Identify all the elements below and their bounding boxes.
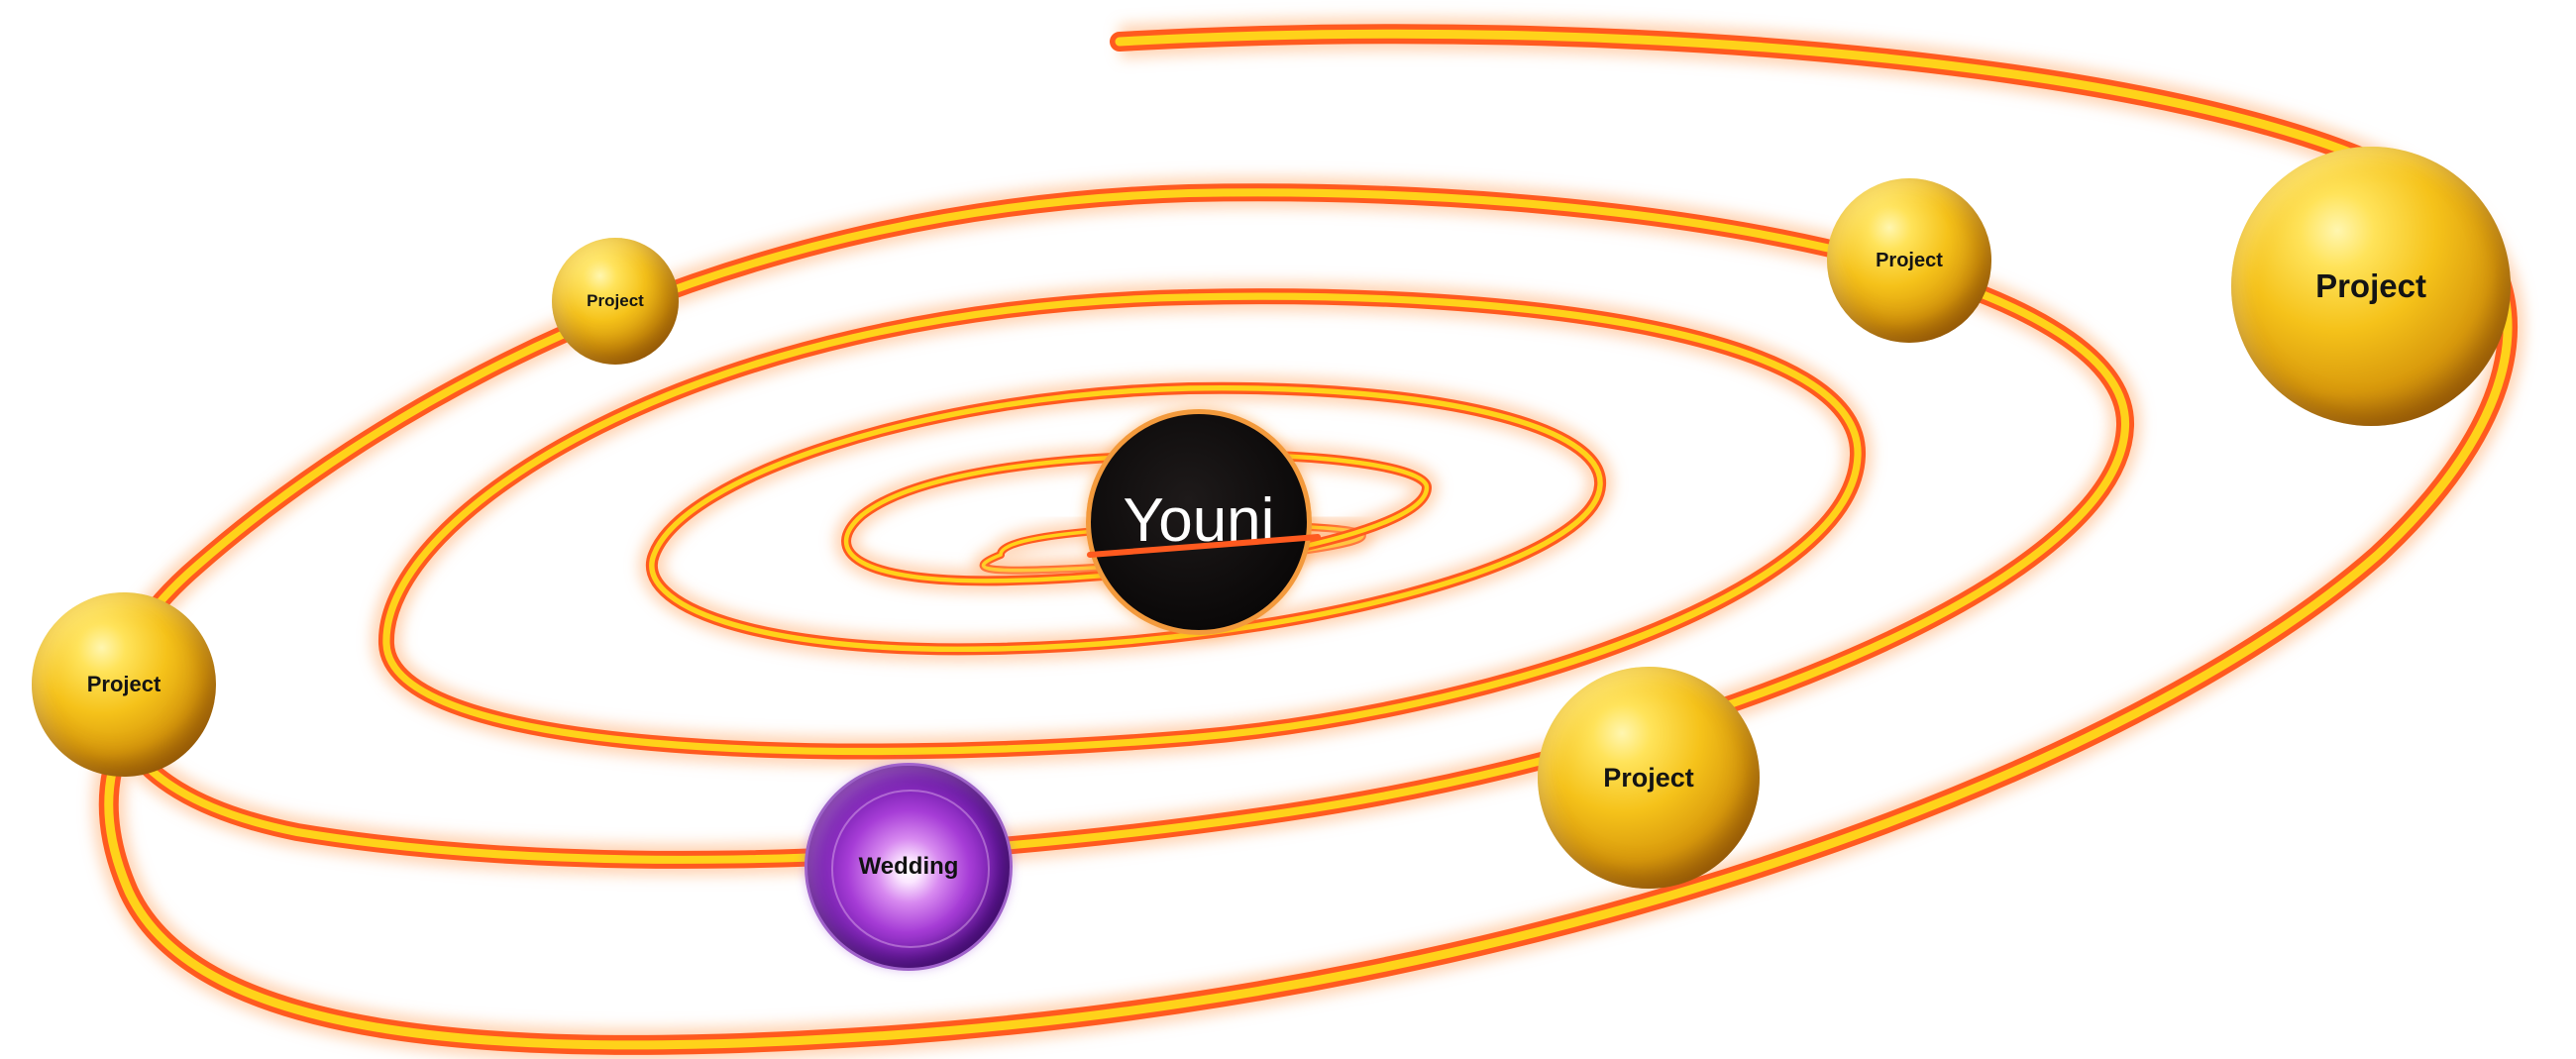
wedding-node-label: Wedding: [858, 853, 959, 880]
project-node-2-label: Project: [1876, 249, 1943, 271]
project-node-4[interactable]: Project: [32, 592, 216, 777]
project-node-2[interactable]: Project: [1827, 178, 1991, 343]
project-node-5[interactable]: Project: [1538, 667, 1760, 889]
center-label: Youni: [1123, 485, 1275, 555]
project-node-5-label: Project: [1603, 762, 1694, 793]
project-node-3[interactable]: Project: [2231, 147, 2511, 426]
project-node-1-label: Project: [587, 291, 644, 310]
orbit-core-4: [382, 292, 1862, 756]
project-node-3-label: Project: [2315, 267, 2426, 304]
orbit-core-6: [104, 29, 2513, 1050]
center-node-youni[interactable]: Youni: [1086, 409, 1312, 635]
project-node-4-label: Project: [86, 672, 161, 696]
orbit-core-3: [649, 385, 1603, 653]
project-node-1[interactable]: Project: [552, 238, 679, 365]
wedding-node[interactable]: Wedding: [805, 763, 1013, 971]
orbit-core-2: [843, 452, 1430, 583]
